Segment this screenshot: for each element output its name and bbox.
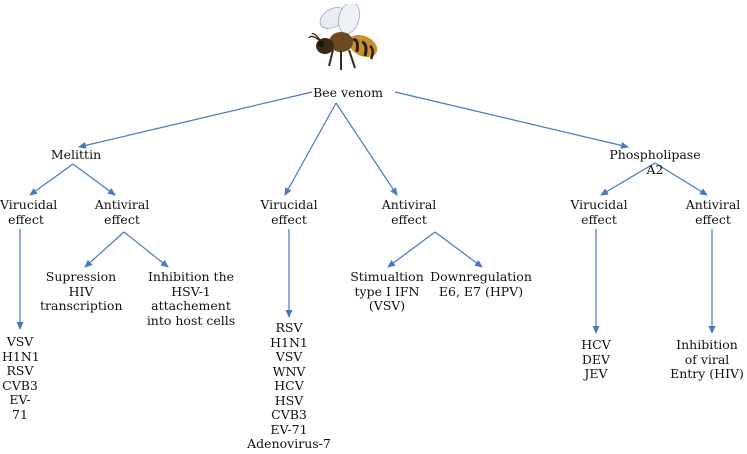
melittin-label: Melittin [50,147,102,162]
phospholipase-inhibition-label: Inhibition of viral Entry (HIV) [670,337,744,381]
melittin-virucidal-list: VSV H1N1 RSV CVB3 EV-71 [2,334,40,422]
arrow-root-melittin [78,91,313,149]
direct-stimulation-label: Stimualtion type I IFN (VSV) [350,269,424,313]
melittin-antiviral-label: Antiviral effect [94,197,150,227]
root-label: Bee venom [313,85,383,100]
direct-virucidal-label: Virucidal effect [260,197,318,227]
melittin-supression-label: Supression HIV transcription [40,269,123,313]
arrow-root-antiviral [335,102,398,196]
direct-virucidal-list: RSV H1N1 VSV WNV HCV HSV CVB3 EV-71 Aden… [247,320,331,451]
phospholipase-antiviral-label: Antiviral effect [685,197,741,227]
direct-downregulation-label: Downregulation E6, E7 (HPV) [430,269,532,299]
phospholipase-virucidal-list: HCV DEV JEV [581,337,611,381]
arrow-melittin-inhibition [123,231,169,268]
arrow-phospholipase-antiviral [654,162,708,196]
arrow-melittin-antiviral [72,163,116,196]
arrow-direct-downregulation [434,231,483,268]
arrow-melittin-supression [84,231,125,268]
phospholipase-virucidal-label: Virucidal effect [570,197,628,227]
arrow-root-virucidal [284,102,337,196]
melittin-inhibition-label: Inhibition the HSV-1 attachement into ho… [146,269,236,328]
direct-antiviral-label: Antiviral effect [381,197,437,227]
melittin-virucidal-label: Virucidal effect [0,197,58,227]
phospholipase-label: Phospholipase A2 [609,147,701,177]
arrow-phospholipase-virucidal [600,162,656,196]
bee-image [308,4,378,70]
arrow-direct-stimulation [387,231,436,268]
arrow-root-phospholipase [394,91,629,149]
arrow-melittin-virucidal [29,163,74,196]
